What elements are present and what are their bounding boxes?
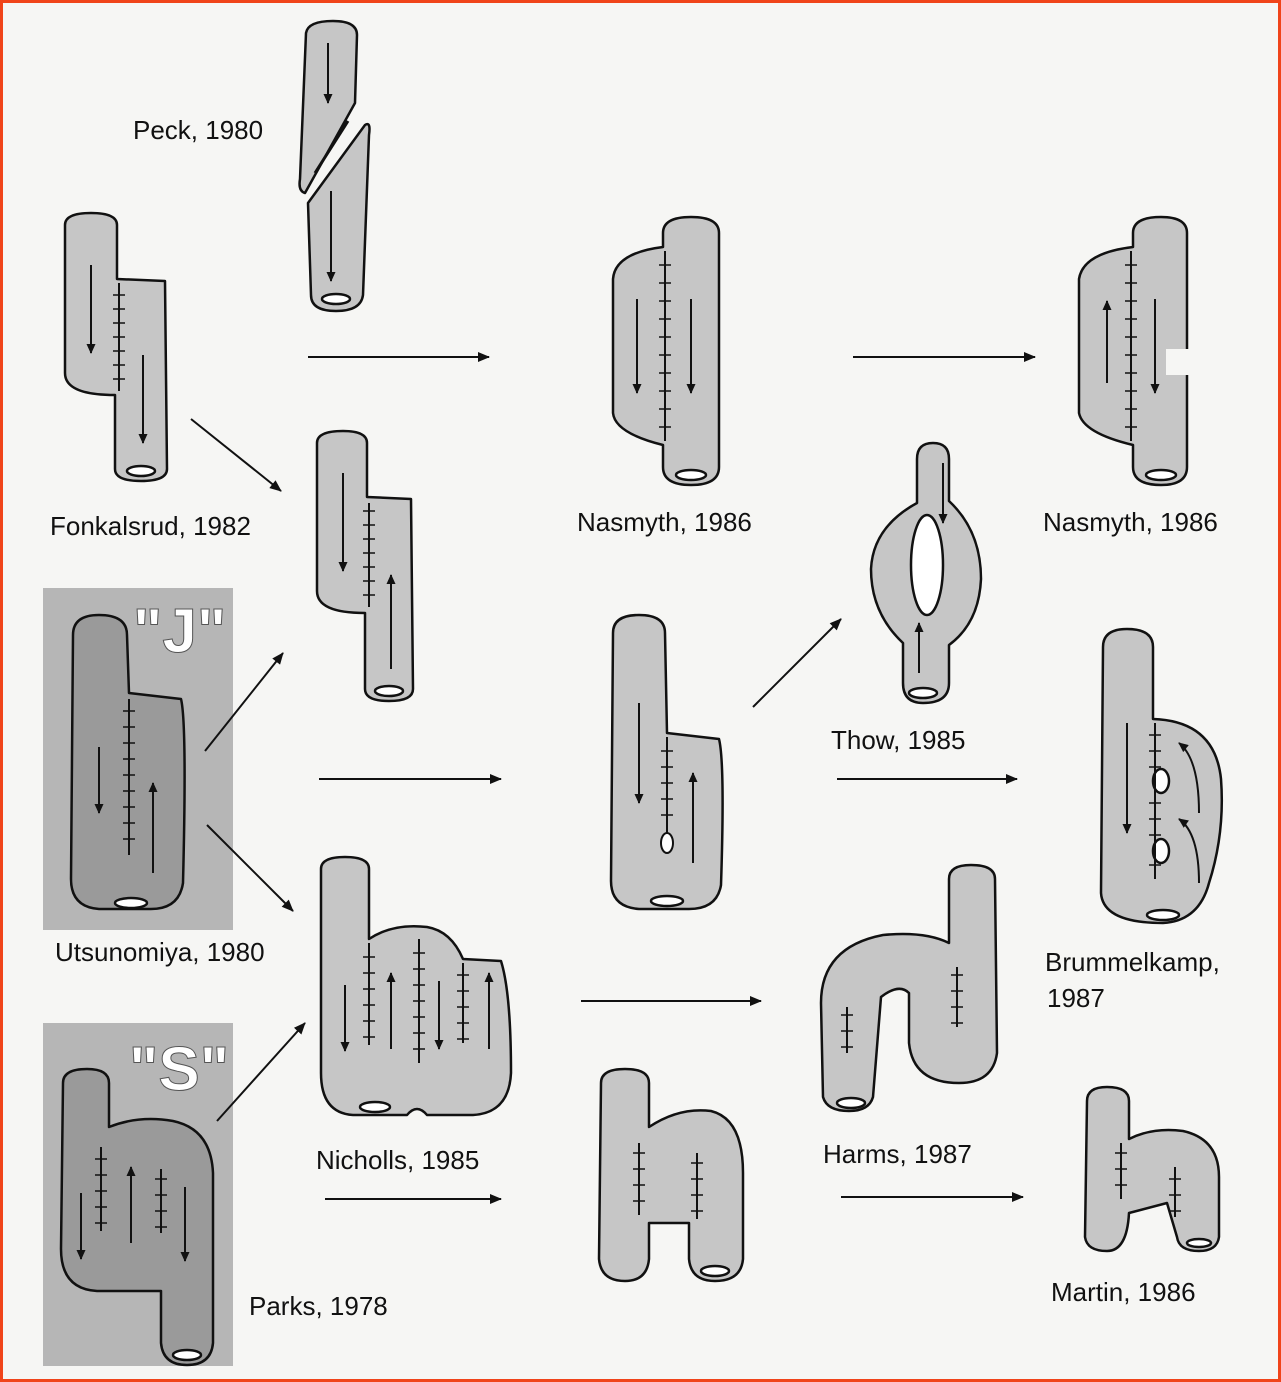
harms-pouch <box>821 865 997 1111</box>
thow-pouch <box>871 443 981 703</box>
martin-pouch <box>1085 1087 1219 1251</box>
peck-pouch <box>300 21 370 311</box>
label-martin: Martin, 1986 <box>1051 1279 1196 1305</box>
fonkalsrud-pouch <box>65 213 167 481</box>
j-shape-letter: "J" <box>133 601 226 663</box>
label-brummelkamp-line2: 1987 <box>1047 985 1105 1011</box>
s-shape-letter: "S" <box>129 1039 229 1101</box>
label-nasmyth-1: Nasmyth, 1986 <box>577 509 752 535</box>
nasmyth-pouch-1 <box>613 217 719 485</box>
nasmyth-pouch-2 <box>1079 217 1194 485</box>
arrow-fonkalsrud-to-pouch <box>191 419 281 491</box>
j-pouch-centre <box>611 615 723 909</box>
brummelkamp-pouch <box>1101 629 1222 923</box>
label-fonkalsrud: Fonkalsrud, 1982 <box>50 513 251 539</box>
label-brummelkamp-line1: Brummelkamp, <box>1045 949 1220 975</box>
fonkalsrud-isoperistaltic-pouch <box>317 431 413 701</box>
nicholls-pouch <box>321 857 511 1115</box>
label-harms: Harms, 1987 <box>823 1141 972 1167</box>
label-peck: Peck, 1980 <box>133 117 263 143</box>
s-pouch-centre <box>599 1069 743 1281</box>
label-nasmyth-2: Nasmyth, 1986 <box>1043 509 1218 535</box>
label-nicholls: Nicholls, 1985 <box>316 1147 479 1173</box>
pouch-diagram <box>3 3 1278 1379</box>
label-utsunomiya: Utsunomiya, 1980 <box>55 939 265 965</box>
label-thow: Thow, 1985 <box>831 727 965 753</box>
arrow-j-to-thow <box>753 619 841 707</box>
label-parks: Parks, 1978 <box>249 1293 388 1319</box>
